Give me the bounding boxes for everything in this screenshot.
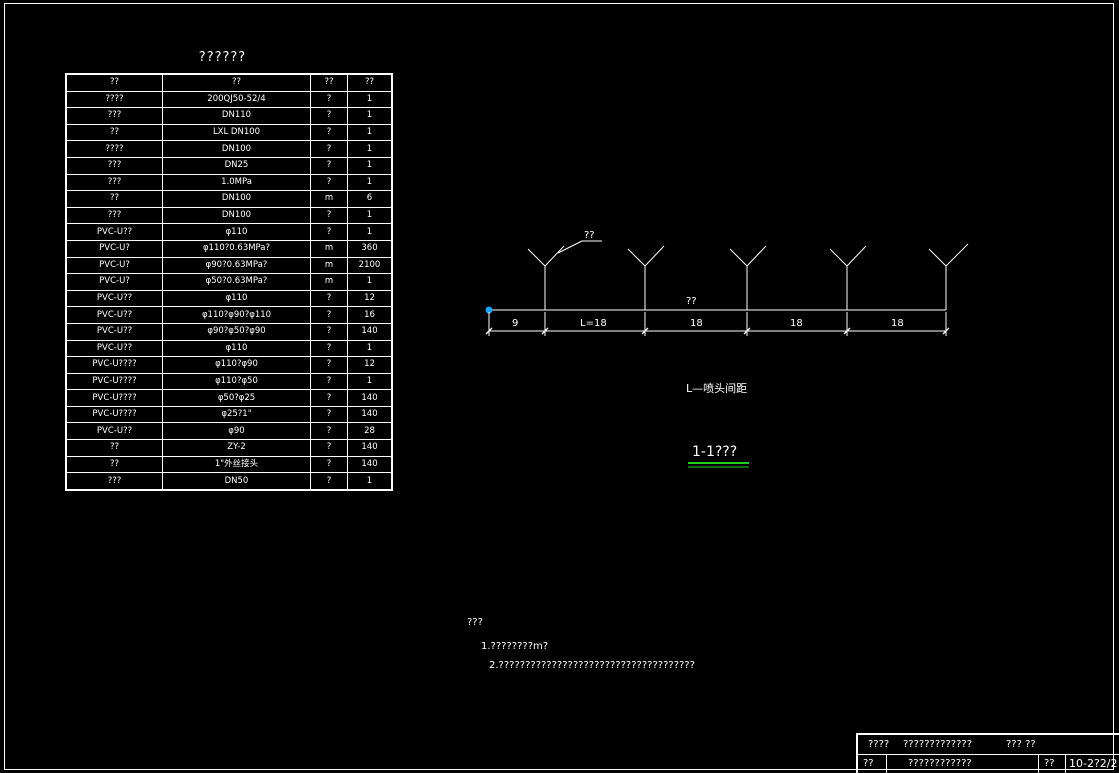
- table-cell: ??: [65, 73, 163, 92]
- sprinkler-3: [729, 245, 767, 310]
- sprinkler-4: [829, 245, 867, 310]
- table-cell: ?: [310, 289, 348, 308]
- sprinkler-5: [928, 243, 969, 310]
- tb-project-label: ????: [868, 739, 890, 750]
- table-row: ???DN25?1: [65, 156, 393, 175]
- table-row: PVC-U??φ110?1: [65, 223, 393, 241]
- table-row: ??1"外丝接头?140: [65, 455, 393, 474]
- material-table: ????????????200QJ50-52/4?1???DN110?1??LX…: [65, 73, 393, 491]
- tb-stage: ??? ??: [1006, 739, 1036, 750]
- pipe-end-dot: [485, 306, 493, 314]
- sprinkler-1: [527, 245, 565, 310]
- tb-drawing-name: ????????????: [908, 758, 972, 769]
- note-2: 2.?????????????????????????????????????: [489, 660, 695, 671]
- table-row: ??LXL DN100?1: [65, 123, 393, 142]
- table-cell: ??: [162, 73, 311, 92]
- dimension-ticks: [485, 327, 950, 335]
- table-header-row: ????????: [65, 73, 393, 92]
- dim-label-4: 18: [790, 318, 803, 329]
- dimension-line: [488, 312, 947, 336]
- tb-drawing-label: ??: [863, 758, 874, 769]
- table-row: PVC-U??φ110?1: [65, 339, 393, 358]
- table-row: PVC-U??φ90?28: [65, 422, 393, 441]
- table-row: ????DN100?1: [65, 140, 393, 158]
- sprinkler-leader: [557, 240, 602, 254]
- table-row: PVC-U????φ25?1"?140: [65, 405, 393, 424]
- table-row: ???1.0MPa?1: [65, 173, 393, 192]
- drawing-frame: [4, 3, 1114, 770]
- table-cell: ??: [347, 73, 393, 92]
- table-row: PVC-U??φ110?12: [65, 289, 393, 308]
- spacing-legend: L—喷头间距: [686, 382, 748, 395]
- table-cell: ?: [310, 455, 348, 474]
- dim-label-2: L=18: [580, 318, 607, 329]
- section-title: 1-1???: [692, 444, 738, 460]
- note-1: 1.????????m?: [481, 641, 549, 652]
- table-cell: 1: [347, 472, 393, 491]
- table-row: ??ZY-2?140: [65, 439, 393, 457]
- table-row: PVC-U????φ110?φ50?1: [65, 372, 393, 391]
- tb-drawing-number: 10-2?2/2: [1069, 757, 1118, 770]
- table-row: ???DN100?1: [65, 206, 393, 225]
- table-cell: 28: [347, 422, 393, 441]
- title-block-row-2: ?? ???????????? ?? 10-2?2/2: [858, 754, 1119, 773]
- table-cell: 1: [347, 123, 393, 142]
- title-block: ???? ????????????? ??? ?? ?? ???????????…: [856, 733, 1119, 773]
- table-cell: ??: [310, 73, 348, 92]
- dim-label-1: 9: [512, 318, 519, 329]
- notes-title: ???: [467, 617, 483, 628]
- dim-label-5: 18: [891, 318, 904, 329]
- table-cell: ?: [310, 439, 348, 457]
- title-block-row-1: ???? ????????????? ??? ??: [858, 735, 1119, 755]
- table-title: ??????: [198, 50, 247, 65]
- table-row: PVC-U????φ110?φ90?12: [65, 356, 393, 374]
- sprinkler-2: [627, 245, 665, 310]
- sprinkler-label: ??: [584, 230, 595, 241]
- table-row: ???DN110?1: [65, 107, 393, 125]
- table-cell: ?: [310, 422, 348, 441]
- table-cell: ?: [310, 472, 348, 491]
- dim-label-3: 18: [690, 318, 703, 329]
- table-row: ???DN50?1: [65, 472, 393, 491]
- tb-number-label: ??: [1044, 758, 1055, 769]
- table-cell: ???: [65, 472, 163, 491]
- pipe-label: ??: [686, 296, 697, 307]
- tb-project-name: ?????????????: [903, 739, 972, 750]
